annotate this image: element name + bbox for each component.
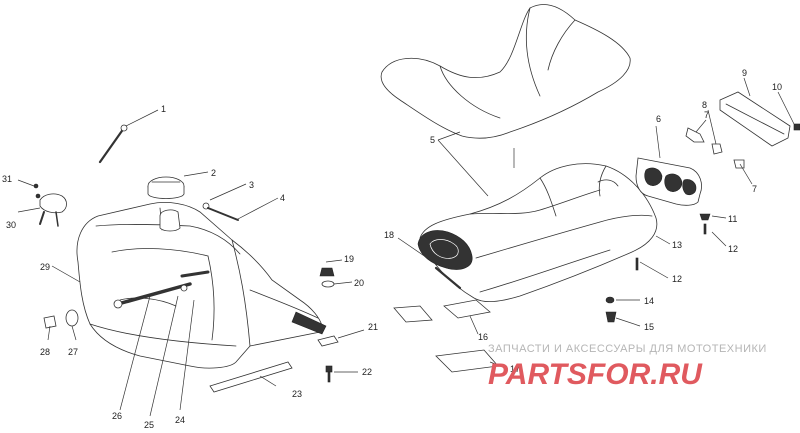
tank-pin: [202, 202, 239, 221]
callout-10: 10: [772, 82, 782, 92]
callout-7b: 7: [752, 184, 757, 194]
callout-9: 9: [742, 68, 747, 78]
callout-3: 3: [249, 180, 254, 190]
leader-lines: [17, 77, 795, 417]
callout-17: 17: [510, 364, 520, 374]
seat-assembly: [417, 163, 658, 302]
seat-pads: [393, 299, 499, 373]
callout-12a: 12: [728, 244, 738, 254]
callout-20: 20: [354, 278, 364, 288]
callout-24: 24: [175, 415, 185, 425]
callout-23: 23: [292, 389, 302, 399]
tank-strap: [209, 361, 293, 393]
callout-5: 5: [430, 135, 435, 145]
callout-27: 27: [68, 347, 78, 357]
callout-14: 14: [644, 296, 654, 306]
watermark: ЗАПЧАСТИ И АКСЕССУАРЫ ДЛЯ МОТОТЕХНИКИ PA…: [488, 343, 767, 391]
seat-fasteners: [605, 296, 617, 323]
watermark-tagline: ЗАПЧАСТИ И АКСЕССУАРЫ ДЛЯ МОТОТЕХНИКИ: [488, 343, 767, 355]
callout-16: 16: [478, 332, 488, 342]
callout-1: 1: [161, 104, 166, 114]
callout-18: 18: [384, 230, 394, 240]
callout-19: 19: [344, 254, 354, 264]
callout-labels: 1 2 3 4 5 6 7 7 8 9 10 11 12 12 13 14 15…: [2, 68, 782, 430]
callout-29: 29: [40, 262, 50, 272]
callout-28: 28: [40, 347, 50, 357]
callout-26: 26: [112, 411, 122, 421]
taillight-hardware: [635, 123, 800, 271]
tank-fasteners: [319, 267, 335, 288]
fuel-cap: [147, 176, 185, 199]
tank-strap-rods: [113, 270, 210, 309]
fuel-tank: [76, 202, 327, 369]
watermark-logo: PARTSFOR.RU: [488, 358, 703, 391]
callout-31: 31: [2, 174, 12, 184]
fuel-sender-rod: [98, 124, 128, 164]
mount-pad: [317, 335, 339, 383]
callout-4: 4: [280, 193, 285, 203]
taillight-housing: [635, 157, 702, 206]
callout-8: 8: [702, 100, 707, 110]
fuel-pickup: [33, 183, 67, 227]
callout-2: 2: [211, 168, 216, 178]
callout-25: 25: [144, 420, 154, 430]
seat-rod: [434, 266, 462, 290]
callout-22: 22: [362, 367, 372, 377]
callout-30: 30: [6, 220, 16, 230]
callout-7a: 7: [704, 110, 709, 120]
seat-cover: [380, 4, 631, 139]
callout-21: 21: [368, 322, 378, 332]
side-grommets: [43, 309, 79, 329]
callout-12b: 12: [672, 274, 682, 284]
taillight-lens: [719, 91, 791, 147]
callout-11: 11: [728, 214, 737, 224]
callout-13: 13: [672, 240, 682, 250]
callout-6: 6: [656, 114, 661, 124]
callout-15: 15: [644, 322, 654, 332]
